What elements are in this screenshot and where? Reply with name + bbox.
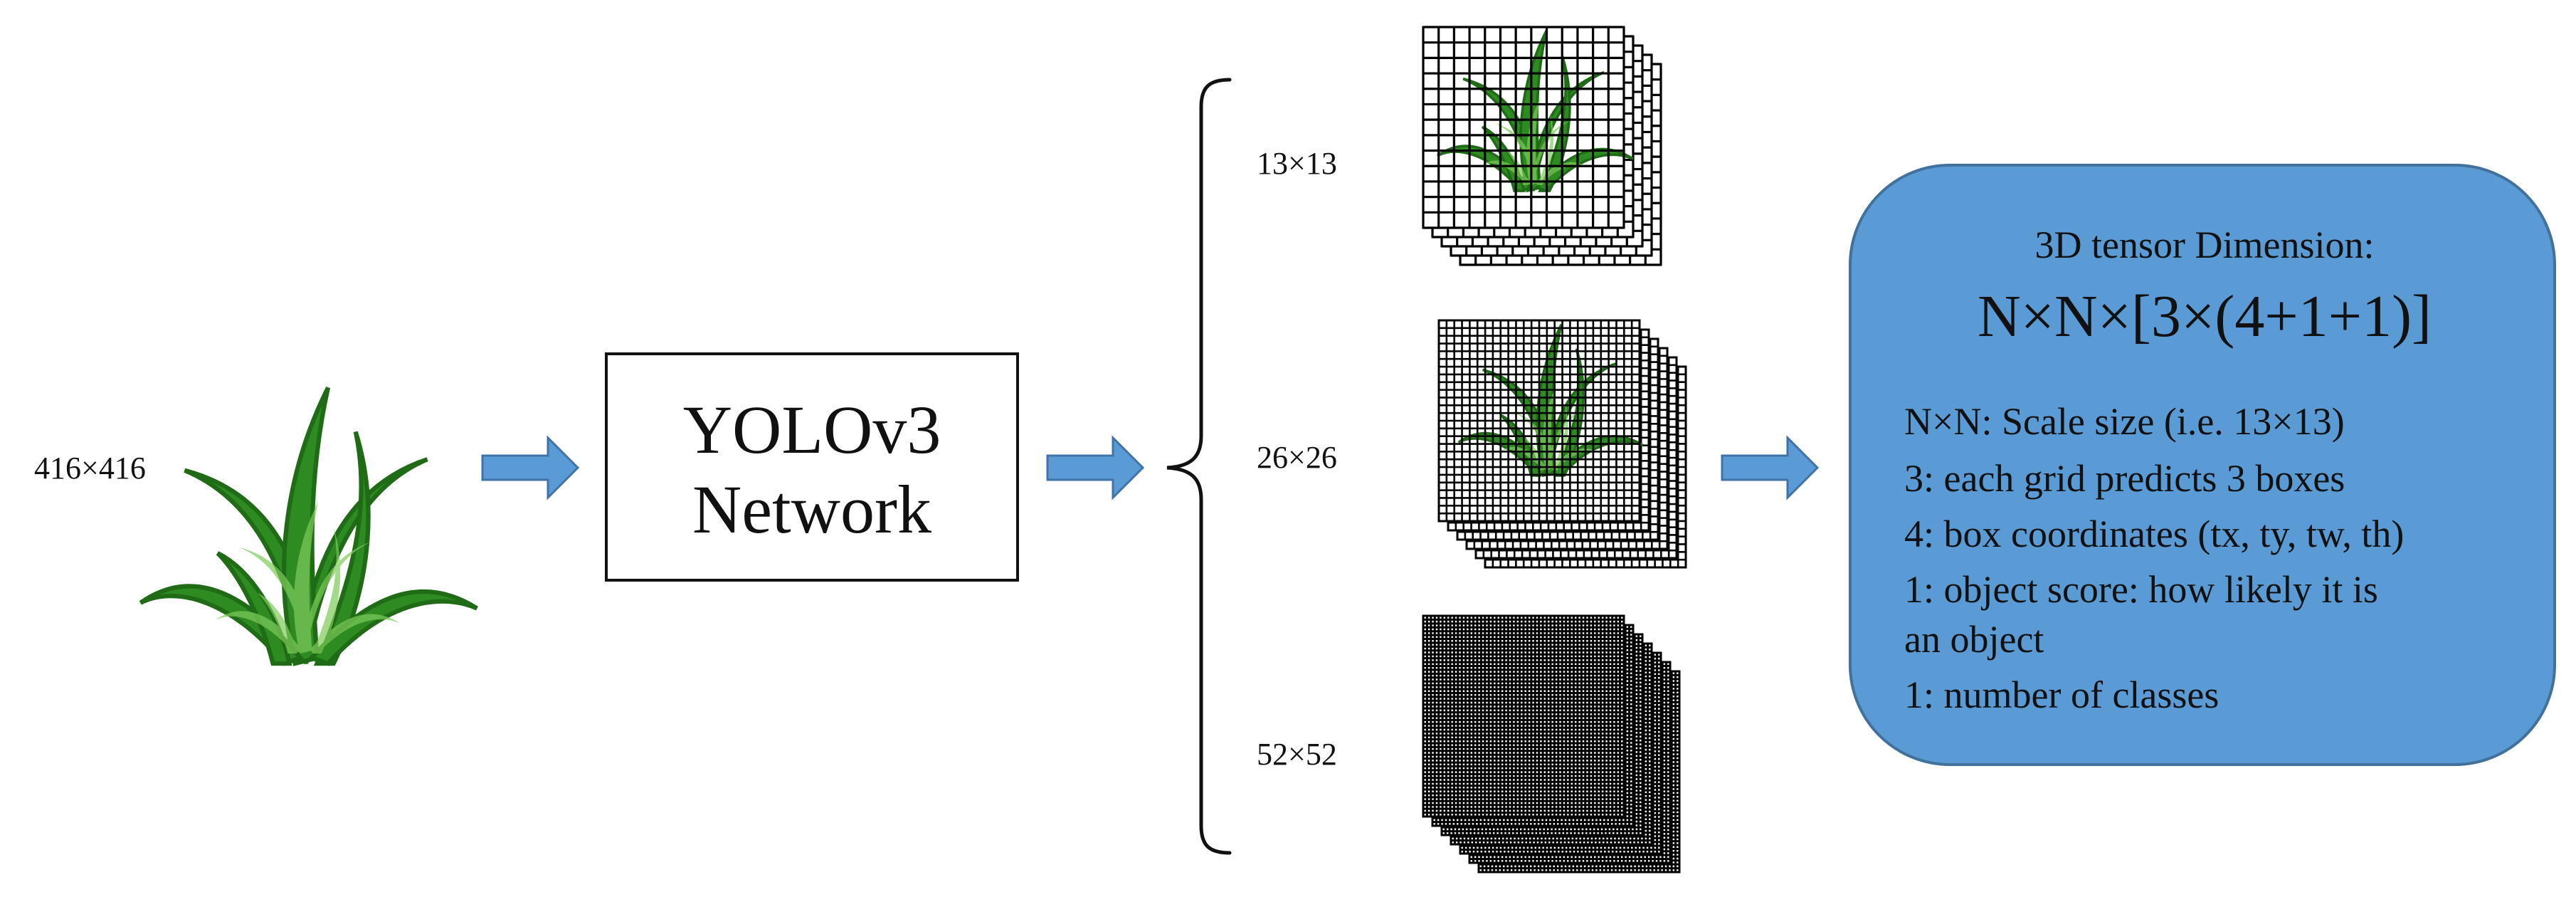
- grid-stack-13x13: [1422, 26, 1662, 266]
- tensor-line-object-score: 1: object score: how likely it is: [1904, 568, 2378, 611]
- tensor-line-classes: 1: number of classes: [1904, 673, 2219, 716]
- input-size-label: 416×416: [34, 451, 146, 486]
- tensor-title: 3D tensor Dimension:: [2035, 224, 2375, 266]
- input-plant-image: [141, 388, 477, 664]
- tensor-line-coordinates: 4: box coordinates (tx, ty, tw, th): [1904, 513, 2404, 555]
- scale-label-52: 52×52: [1257, 737, 1337, 772]
- tensor-info-panel: 3D tensor Dimension: N×N×[3×(4+1+1)] N×N…: [1849, 164, 2556, 766]
- arrow-2: [1046, 435, 1145, 500]
- scale-label-13: 13×13: [1257, 146, 1337, 181]
- network-title-line2: Network: [692, 471, 931, 547]
- tensor-line-scale: N×N: Scale size (i.e. 13×13): [1904, 400, 2345, 443]
- grid-layer: [1422, 614, 1625, 818]
- grid-stack-26x26: [1437, 319, 1687, 569]
- arrow-3: [1721, 435, 1820, 500]
- grid-layer: [1437, 319, 1645, 523]
- tensor-line-boxes: 3: each grid predicts 3 boxes: [1904, 457, 2345, 500]
- grid-stack-52x52: [1422, 614, 1681, 874]
- curly-brace: [1166, 78, 1232, 855]
- tensor-formula: N×N×[3×(4+1+1)]: [1978, 283, 2432, 350]
- tensor-line-object-score-cont: an object: [1904, 618, 2044, 661]
- grid-layer: [1422, 26, 1635, 229]
- arrow-1: [481, 435, 580, 500]
- yolov3-network-box: YOLOv3 Network: [605, 352, 1019, 582]
- network-title-line1: YOLOv3: [683, 392, 941, 468]
- scale-label-26: 26×26: [1257, 440, 1337, 475]
